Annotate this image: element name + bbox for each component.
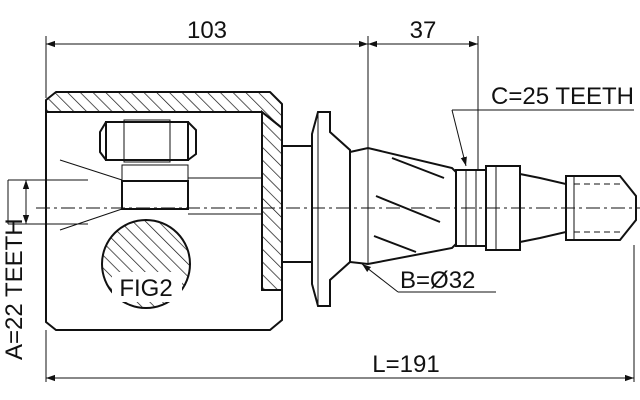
overall-length-label: L=191 (372, 351, 439, 378)
spline-c-label: C=25 TEETH (491, 83, 634, 110)
spline-a-label: A=22 TEETH (1, 218, 28, 360)
stem-shaft (281, 111, 637, 307)
extension-lines (8, 36, 635, 382)
leader-c (451, 109, 467, 167)
outer-housing (45, 91, 283, 331)
dim-37-label: 37 (410, 17, 437, 44)
dim-103-label: 103 (187, 17, 227, 44)
fig2-label: FIG2 (119, 275, 172, 302)
fig2-detail (101, 219, 191, 309)
leader-b (361, 263, 399, 293)
diameter-b-label: B=Ø32 (400, 267, 475, 294)
